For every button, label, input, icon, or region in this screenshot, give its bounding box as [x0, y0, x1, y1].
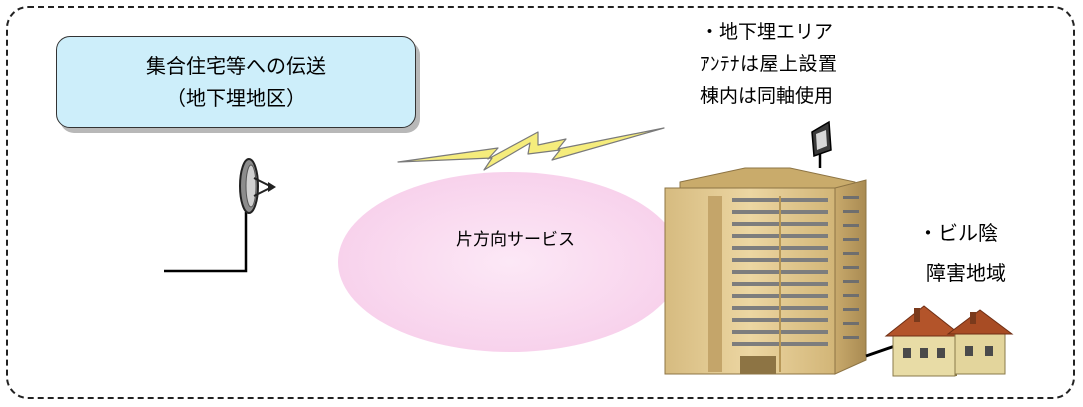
- coverage-area: [338, 172, 682, 352]
- underground-note-line-2: ｱﾝﾃﾅは屋上設置: [700, 53, 838, 75]
- shadow-note-line-2: 障害地域: [926, 261, 1006, 285]
- houses-icon: [884, 305, 1014, 377]
- apartment-building-icon: [664, 167, 867, 375]
- lightning-bolt-icon: [397, 127, 665, 171]
- shadow-note-line-1: ・ビル陰: [918, 221, 998, 245]
- title-line-2: （地下埋地区）: [166, 86, 306, 110]
- coax-cable: [865, 344, 896, 358]
- parabolic-dish-antenna-icon: [164, 158, 276, 273]
- building-shadow-note: ・ビル陰 障害地域: [918, 213, 1006, 293]
- underground-note-line-1: ・地下埋エリア: [700, 21, 834, 43]
- rooftop-antenna-icon: [811, 120, 832, 168]
- title-line-1: 集合住宅等への伝送: [146, 54, 326, 78]
- building-side-windows: [843, 196, 859, 339]
- underground-note-line-3: 棟内は同軸使用: [700, 85, 834, 107]
- service-label: 片方向サービス: [456, 230, 575, 250]
- underground-area-note: ・地下埋エリア ｱﾝﾃﾅは屋上設置 棟内は同軸使用: [700, 16, 838, 112]
- title-box: 集合住宅等への伝送 （地下埋地区）: [56, 36, 416, 128]
- diagram-frame: [6, 6, 1075, 399]
